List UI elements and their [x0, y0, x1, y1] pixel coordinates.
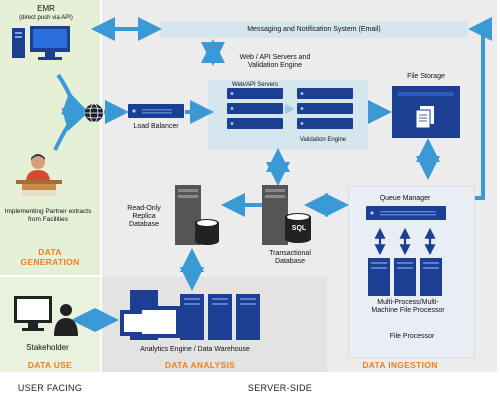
messaging-bar: [160, 21, 468, 38]
transactional-db-icon: [262, 185, 311, 245]
stakeholder-icon: [14, 296, 78, 336]
emr-title: EMR: [37, 4, 55, 13]
load-balancer-icon: [128, 104, 184, 118]
file-processor-label: File Processor: [389, 333, 435, 340]
messaging-label: Messaging and Notification System (Email…: [247, 26, 381, 33]
emr-computer-icon: [12, 26, 70, 60]
multi-process-servers-icon: [368, 258, 442, 296]
load-balancer-label: Load Balancer: [133, 123, 179, 130]
validation-engine-label: Validation Engine: [299, 137, 347, 143]
user-facing-label: USER FACING: [17, 383, 83, 393]
file-storage-label: File Storage: [407, 73, 445, 80]
web-api-title: Web / API Servers and Validation Engine: [239, 54, 311, 69]
read-only-db-icon: [175, 185, 219, 245]
data-generation-label: DATA GENERATION: [20, 247, 80, 267]
data-analysis-label: DATA ANALYSIS: [164, 360, 236, 370]
read-only-db-label: Read-Only Replica Database: [127, 205, 161, 228]
multi-process-label: Multi-Process/Multi- Machine File Proces…: [371, 299, 445, 314]
partner-person-icon: [16, 154, 62, 196]
partner-label: Implementing Partner extracts from Facil…: [4, 208, 92, 223]
queue-manager-icon: [366, 206, 446, 220]
web-api-servers-icon: [227, 88, 353, 129]
sql-label: SQL: [291, 225, 307, 232]
transactional-db-label: Transactional Database: [269, 250, 311, 265]
web-api-servers-label: Web/API Servers: [232, 82, 278, 88]
server-side-label: SERVER-SIDE: [247, 383, 313, 393]
globe-icon: [85, 103, 103, 123]
analytics-label: Analytics Engine / Data Warehouse: [140, 346, 250, 353]
analytics-icon: [120, 290, 260, 340]
data-ingestion-label: DATA INGESTION: [362, 360, 438, 370]
file-storage-icon: [392, 86, 460, 138]
partner-arrow: [53, 107, 88, 151]
emr-arrow: [56, 73, 88, 115]
emr-subtitle: (direct push via API): [19, 15, 73, 21]
queue-manager-label: Queue Manager: [379, 195, 431, 202]
data-use-label: DATA USE: [27, 360, 73, 370]
stakeholder-label: Stakeholder: [26, 343, 69, 352]
